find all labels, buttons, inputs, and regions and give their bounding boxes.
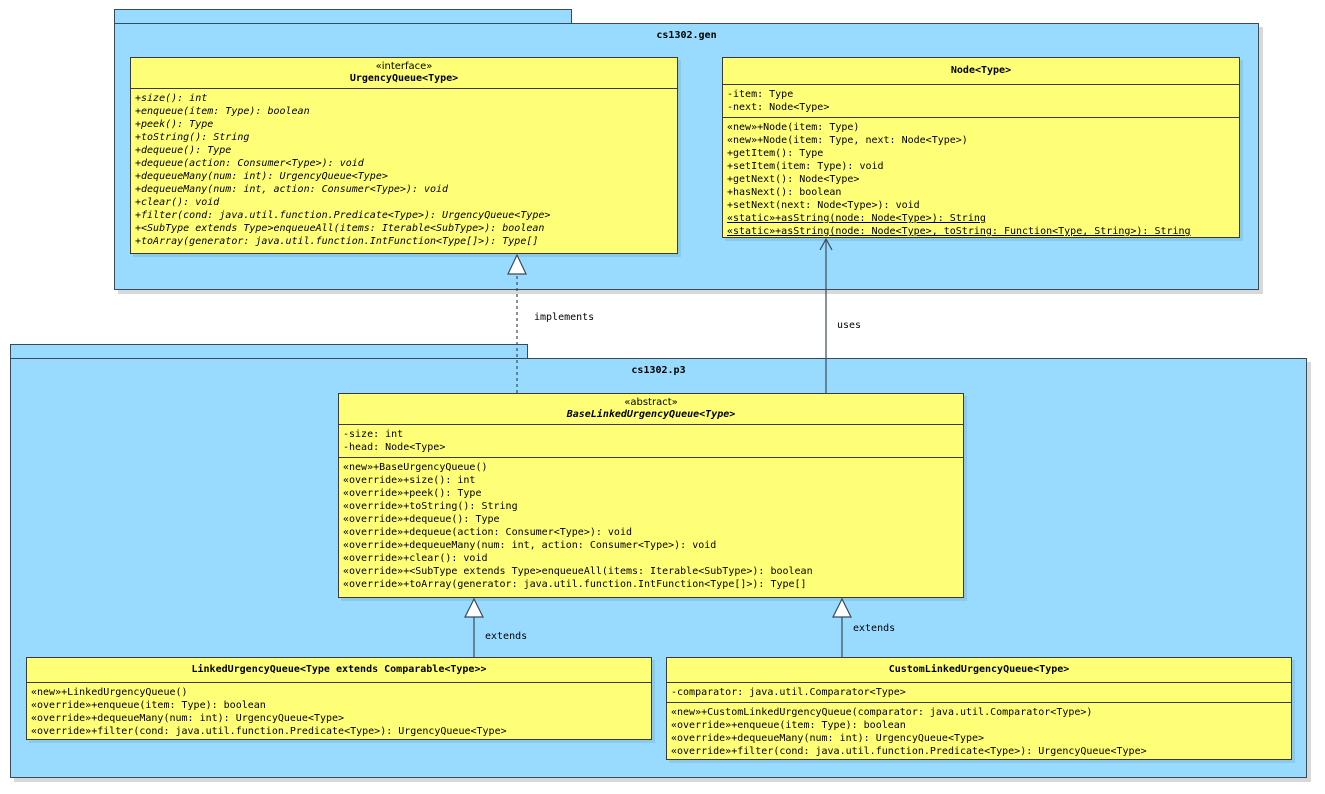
class-name: UrgencyQueue<Type>	[349, 73, 459, 84]
class-urgency-queue[interactable]: «interface» UrgencyQueue<Type> +size(): …	[130, 57, 678, 254]
package-gen-title: cs1302.gen	[656, 30, 717, 41]
operation: «new»+Node(item: Type, next: Node<Type>)	[727, 135, 968, 146]
stereotype-label: «interface»	[375, 61, 433, 72]
package-gen-tab	[114, 9, 572, 24]
operation: «override»+dequeueMany(num: int): Urgenc…	[31, 713, 345, 724]
operations-section: «new»+BaseUrgencyQueue() «override»+size…	[339, 458, 963, 594]
implements-label: implements	[534, 312, 595, 323]
operation: +enqueue(item: Type): boolean	[135, 106, 310, 117]
attribute: -next: Node<Type>	[727, 102, 830, 113]
operation: +<SubType extends Type>enqueueAll(items:…	[135, 223, 545, 234]
static-operation: «static»+asString(node: Node<Type>): Str…	[727, 213, 986, 224]
operation: +toString(): String	[135, 132, 250, 143]
extends-left-label: extends	[485, 631, 528, 642]
class-node[interactable]: Node<Type> -item: Type -next: Node<Type>…	[722, 57, 1240, 238]
operation: +peek(): Type	[135, 119, 214, 130]
class-header: «interface» UrgencyQueue<Type>	[131, 58, 677, 89]
operation: «override»+dequeueMany(num: int): Urgenc…	[671, 733, 985, 744]
class-header: CustomLinkedUrgencyQueue<Type>	[667, 658, 1291, 683]
package-p3-title: cs1302.p3	[631, 365, 686, 376]
attribute: -size: int	[343, 429, 404, 440]
operation: «new»+CustomLinkedUrgencyQueue(comparato…	[671, 707, 1093, 718]
attribute: -head: Node<Type>	[343, 442, 446, 453]
operation: +dequeueMany(num: int): UrgencyQueue<Typ…	[135, 171, 388, 182]
operation: +size(): int	[135, 93, 208, 104]
attributes-section: -size: int -head: Node<Type>	[339, 425, 963, 458]
operation: «override»+enqueue(item: Type): boolean	[671, 720, 906, 731]
operation: «override»+peek(): Type	[343, 488, 482, 499]
class-name: CustomLinkedUrgencyQueue<Type>	[888, 664, 1070, 675]
operation: «override»+filter(cond: java.util.functi…	[671, 746, 1147, 757]
operation: «override»+clear(): void	[343, 553, 488, 564]
operation: «override»+size(): int	[343, 475, 476, 486]
operation: «override»+dequeueMany(num: int, action:…	[343, 540, 717, 551]
class-name: Node<Type>	[950, 65, 1012, 76]
operation: +filter(cond: java.util.function.Predica…	[135, 210, 551, 221]
operation: «override»+toArray(generator: java.util.…	[343, 579, 807, 590]
class-base-linked-urgency-queue[interactable]: «abstract» BaseLinkedUrgencyQueue<Type> …	[338, 393, 964, 598]
operation: +toArray(generator: java.util.function.I…	[135, 236, 539, 247]
operation: «override»+filter(cond: java.util.functi…	[31, 726, 507, 737]
class-header: Node<Type>	[723, 58, 1239, 85]
class-header: «abstract» BaseLinkedUrgencyQueue<Type>	[339, 394, 963, 425]
attributes-section: -comparator: java.util.Comparator<Type>	[667, 683, 1291, 703]
operation: +setNext(next: Node<Type>): void	[727, 200, 920, 211]
operation: +dequeue(action: Consumer<Type>): void	[135, 158, 364, 169]
operations-section: «new»+CustomLinkedUrgencyQueue(comparato…	[667, 703, 1291, 761]
operation: «override»+toString(): String	[343, 501, 518, 512]
class-linked-urgency-queue[interactable]: LinkedUrgencyQueue<Type extends Comparab…	[26, 657, 652, 740]
attribute: -item: Type	[727, 89, 794, 100]
operations-section: +size(): int +enqueue(item: Type): boole…	[131, 89, 677, 251]
operation: «override»+dequeue(action: Consumer<Type…	[343, 527, 632, 538]
static-operation: «static»+asString(node: Node<Type>, toSt…	[727, 226, 1191, 237]
operation: «override»+<SubType extends Type>enqueue…	[343, 566, 813, 577]
operation: +getNext(): Node<Type>	[727, 174, 860, 185]
operation: +hasNext(): boolean	[727, 187, 842, 198]
operation: «new»+Node(item: Type)	[727, 122, 860, 133]
operation: +dequeue(): Type	[135, 145, 232, 156]
stereotype-label: «abstract»	[624, 397, 678, 408]
operation: +getItem(): Type	[727, 148, 824, 159]
operation: +setItem(item: Type): void	[727, 161, 884, 172]
operation: «new»+LinkedUrgencyQueue()	[31, 687, 188, 698]
extends-right-label: extends	[853, 623, 896, 634]
class-name: LinkedUrgencyQueue<Type extends Comparab…	[191, 664, 487, 675]
operation: «override»+enqueue(item: Type): boolean	[31, 700, 266, 711]
package-p3-tab	[10, 344, 528, 359]
attributes-section: -item: Type -next: Node<Type>	[723, 85, 1239, 118]
attribute: -comparator: java.util.Comparator<Type>	[671, 687, 906, 698]
class-name: BaseLinkedUrgencyQueue<Type>	[566, 409, 736, 420]
operation: «new»+BaseUrgencyQueue()	[343, 462, 488, 473]
operation: +clear(): void	[135, 197, 220, 208]
operations-section: «new»+Node(item: Type) «new»+Node(item: …	[723, 118, 1239, 241]
uses-label: uses	[837, 320, 862, 331]
operation: +dequeueMany(num: int, action: Consumer<…	[135, 184, 449, 195]
class-header: LinkedUrgencyQueue<Type extends Comparab…	[27, 658, 651, 683]
class-custom-linked-urgency-queue[interactable]: CustomLinkedUrgencyQueue<Type> -comparat…	[666, 657, 1292, 760]
operation: «override»+dequeue(): Type	[343, 514, 500, 525]
operations-section: «new»+LinkedUrgencyQueue() «override»+en…	[27, 683, 651, 741]
